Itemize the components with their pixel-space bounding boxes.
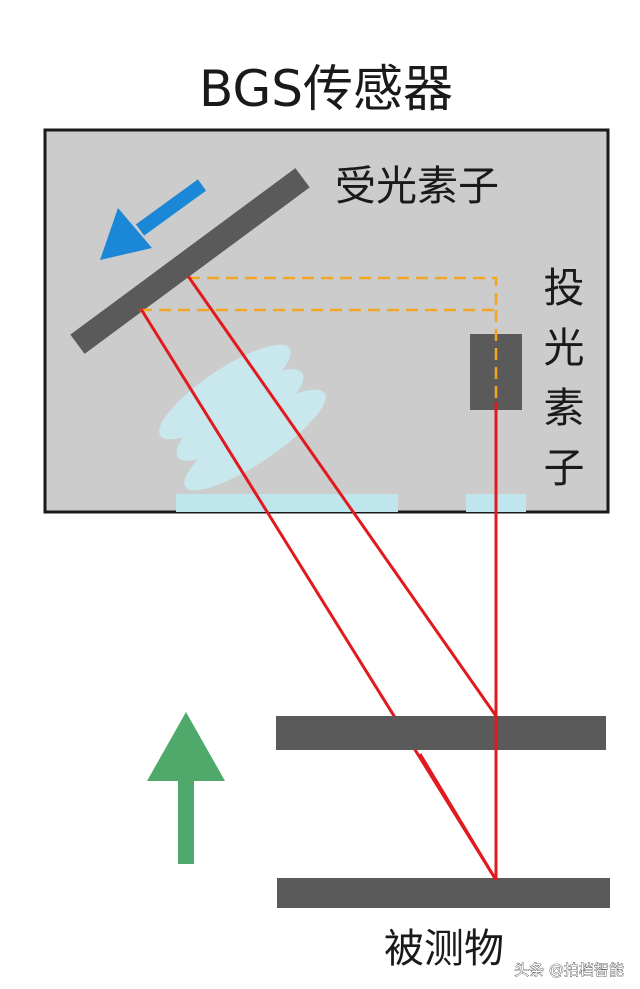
lens-group xyxy=(159,344,326,491)
receiver-label: 受光素子 xyxy=(335,162,499,210)
arrow-down-left-icon xyxy=(100,179,207,260)
lens-ellipse xyxy=(159,344,291,440)
sensor-housing xyxy=(43,128,610,514)
target-plate-far xyxy=(277,878,610,908)
dashed-light-path xyxy=(140,276,498,312)
receiver-window xyxy=(176,494,398,512)
lens-ellipse xyxy=(184,389,326,491)
watermark: 头条 @拍档智能 xyxy=(514,961,624,979)
emitter-label-char-1: 投 xyxy=(544,264,585,312)
receiver-element xyxy=(70,168,310,354)
beams-overlay xyxy=(418,716,498,881)
emitter-label-char-4: 子 xyxy=(544,444,585,492)
emitter-label: 投 光 素 子 xyxy=(544,264,585,492)
emitter-label-char-2: 光 xyxy=(544,324,585,372)
target-label: 被测物 xyxy=(384,926,504,972)
lens-ellipse xyxy=(176,369,304,461)
arrow-up-icon xyxy=(147,712,225,864)
reflected-beam-near xyxy=(186,275,498,717)
diagram-title: BGS传感器 xyxy=(199,60,453,118)
emitter-label-char-3: 素 xyxy=(544,384,585,432)
reflected-beam-far xyxy=(139,308,498,881)
target-plate-near xyxy=(276,716,606,750)
